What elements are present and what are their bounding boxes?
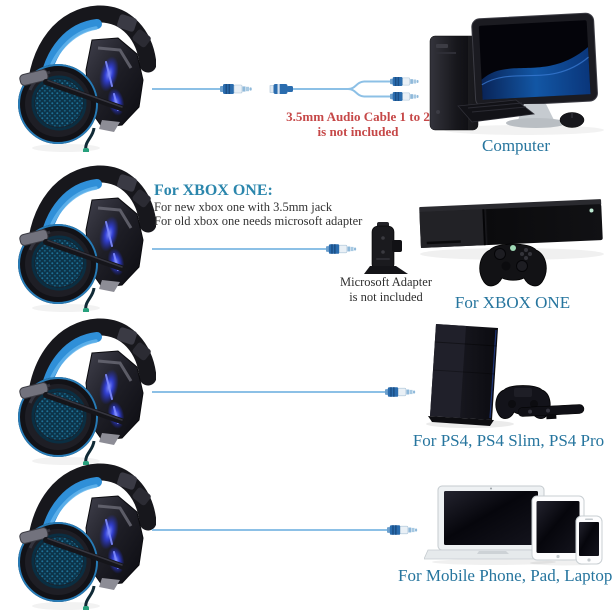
- audio-cable-icon: [152, 386, 416, 398]
- headset-icon: [6, 460, 156, 610]
- desktop-computer-icon: [429, 12, 604, 135]
- headset-icon: [6, 315, 156, 465]
- ps4-console-controller-camera-icon: [426, 324, 585, 428]
- audio-splitter-1-to-2-icon: [152, 76, 419, 102]
- computer-label: Computer: [482, 136, 550, 155]
- laptop-tablet-phone-icon: [424, 485, 603, 566]
- headset-icon: [6, 2, 156, 152]
- adapter-note-line2: is not included: [349, 289, 423, 304]
- audio-cable-icon: [152, 524, 418, 536]
- audio-cable-note-line1: 3.5mm Audio Cable 1 to 2: [286, 109, 430, 124]
- xbox-section-subtext-2: For old xbox one needs microsoft adapter: [154, 214, 363, 228]
- microsoft-adapter-icon: [364, 222, 408, 274]
- xbox-label: For XBOX ONE: [454, 293, 571, 312]
- xbox-one-console-controller-icon: [419, 199, 604, 287]
- ps4-label: For PS4, PS4 Slim, PS4 Pro: [412, 431, 605, 450]
- xbox-section-heading: For XBOX ONE:: [154, 182, 273, 199]
- audio-cable-note-line2: is not included: [317, 124, 399, 139]
- adapter-note: Microsoft Adapter is not included: [328, 275, 444, 304]
- mobile-label: For Mobile Phone, Pad, Laptop: [398, 566, 612, 585]
- audio-cable-note: 3.5mm Audio Cable 1 to 2 is not included: [278, 109, 438, 139]
- audio-cable-icon: [152, 243, 357, 255]
- adapter-note-line1: Microsoft Adapter: [340, 275, 432, 289]
- headset-icon: [6, 162, 156, 312]
- xbox-section-subtext-1: For new xbox one with 3.5mm jack: [154, 200, 333, 214]
